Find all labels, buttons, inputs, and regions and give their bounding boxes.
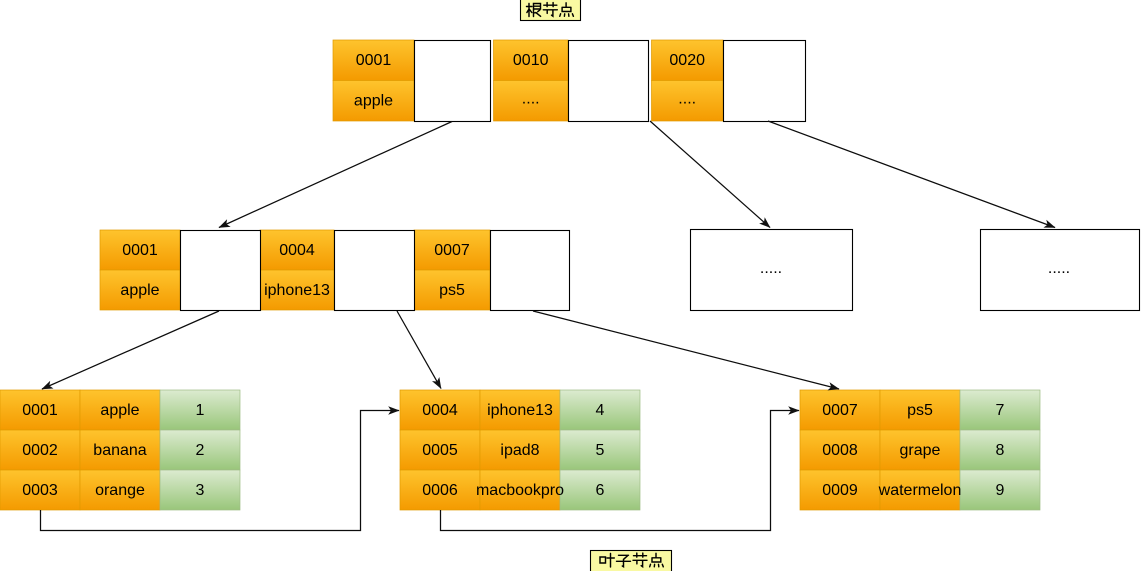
svg-text:5: 5 xyxy=(596,442,605,459)
svg-text:iphone13: iphone13 xyxy=(264,282,330,299)
svg-text:iphone13: iphone13 xyxy=(487,402,553,419)
svg-text:0007: 0007 xyxy=(822,402,858,419)
svg-text:0007: 0007 xyxy=(434,242,470,259)
svg-text:0001: 0001 xyxy=(356,52,392,69)
svg-text:4: 4 xyxy=(596,402,605,419)
svg-text:7: 7 xyxy=(996,402,1005,419)
svg-text:watermelon: watermelon xyxy=(878,482,962,499)
svg-text:grape: grape xyxy=(900,442,941,459)
svg-text:0002: 0002 xyxy=(22,442,58,459)
svg-text:....: .... xyxy=(678,91,696,108)
svg-text:3: 3 xyxy=(196,482,205,499)
svg-text:0010: 0010 xyxy=(513,52,549,69)
svg-text:9: 9 xyxy=(996,482,1005,499)
svg-text:0004: 0004 xyxy=(422,402,458,419)
svg-text:0009: 0009 xyxy=(822,482,858,499)
svg-text:0020: 0020 xyxy=(669,52,705,69)
svg-text:ps5: ps5 xyxy=(439,282,465,299)
svg-text:orange: orange xyxy=(95,482,145,499)
svg-text:6: 6 xyxy=(596,482,605,499)
svg-text:apple: apple xyxy=(100,402,139,419)
svg-text:apple: apple xyxy=(120,282,159,299)
svg-text:8: 8 xyxy=(996,442,1005,459)
svg-text:0001: 0001 xyxy=(122,242,158,259)
svg-text:ipad8: ipad8 xyxy=(500,442,539,459)
svg-text:....: .... xyxy=(522,91,540,108)
svg-text:macbookpro: macbookpro xyxy=(476,482,564,499)
svg-text:1: 1 xyxy=(196,402,205,419)
svg-text:0003: 0003 xyxy=(22,482,58,499)
svg-text:.....: ..... xyxy=(760,260,782,277)
svg-text:apple: apple xyxy=(354,92,393,109)
svg-text:0008: 0008 xyxy=(822,442,858,459)
svg-text:0001: 0001 xyxy=(22,402,58,419)
svg-text:0004: 0004 xyxy=(279,242,315,259)
svg-text:0006: 0006 xyxy=(422,482,458,499)
svg-text:ps5: ps5 xyxy=(907,402,933,419)
svg-text:2: 2 xyxy=(196,442,205,459)
svg-text:banana: banana xyxy=(93,442,146,459)
svg-text:.....: ..... xyxy=(1048,260,1070,277)
svg-text:0005: 0005 xyxy=(422,442,458,459)
